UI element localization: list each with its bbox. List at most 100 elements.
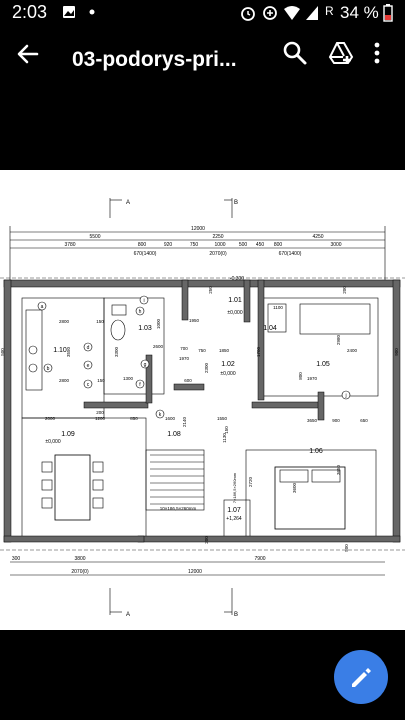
dim-label: 1130 (222, 433, 227, 443)
letter-marker-e (83, 360, 93, 370)
dim-label: 150 (96, 319, 104, 324)
wifi-icon (284, 6, 300, 20)
dim-label: 1950 (189, 318, 200, 323)
dim-label: 750 (198, 348, 206, 353)
dim-label: 600 (184, 378, 192, 383)
dim-top-row3: 670(1400) (134, 251, 157, 257)
dim-bottom-row1: 300 (12, 556, 21, 562)
dim-label: 2800 (59, 378, 70, 383)
dim-label: 1970 (179, 356, 190, 361)
room-label-1-02: 1.02 (221, 361, 235, 368)
dim-label: 700 (180, 346, 188, 351)
dim-label: 250 (208, 286, 213, 294)
edit-fab-button[interactable] (334, 650, 388, 704)
dim-label: 2600 (153, 344, 164, 349)
level-label: ±0,000 (227, 310, 242, 316)
dim-label: 1300 (123, 376, 134, 381)
dim-label: 1700 (256, 346, 261, 357)
dim-label: 1850 (219, 348, 230, 353)
battery-percent: 34 % (340, 3, 379, 22)
room-label-1-03: 1.03 (138, 325, 152, 332)
dim-bottom-row1: 7900 (254, 556, 265, 562)
search-icon[interactable] (282, 40, 308, 66)
dim-top-row2: 800 (274, 242, 283, 248)
dim-label: 200 (96, 410, 104, 415)
section-mark-b-bottom: B (234, 612, 238, 618)
dim-top-row2: 800 (138, 242, 147, 248)
drive-add-icon[interactable] (328, 40, 354, 66)
dim-label: 500 (0, 348, 5, 356)
stair-note-lower: 10×186,5×260mm (160, 506, 197, 511)
dim-label: 150 (224, 426, 229, 434)
dim-label: 1970 (307, 376, 318, 381)
room-label-1-09: 1.09 (61, 431, 75, 438)
dim-label: 200 (342, 286, 347, 294)
letter-label-d: d (87, 345, 90, 351)
dim-top-row2: 3780 (64, 242, 75, 248)
level-label: +1,264 (226, 516, 242, 522)
letter-label-g: g (144, 362, 147, 368)
dim-label: 900 (394, 348, 399, 356)
letter-label-c: c (87, 382, 90, 388)
dim-bottom-row2: 12000 (188, 569, 202, 575)
letter-marker-b (43, 363, 53, 373)
room-label-1-01: 1.01 (228, 297, 242, 304)
dim-top-row1: 2250 (212, 234, 223, 240)
room-label-1-07: 1.07 (227, 507, 241, 514)
dim-top-row1: 4250 (312, 234, 323, 240)
dim-label: 2140 (182, 416, 187, 427)
dim-label: 1600 (165, 416, 176, 421)
dim-top-row2: 500 (239, 242, 248, 248)
dim-label: 3650 (307, 418, 318, 423)
level-label: ±0,000 (45, 439, 60, 445)
document-title: 03-podorys-pri... (72, 48, 237, 71)
letter-marker-c (83, 379, 93, 389)
dim-top-row2: 920 (164, 242, 173, 248)
room-label-1-08: 1.08 (167, 431, 181, 438)
dim-top-row2: 750 (190, 242, 199, 248)
room-label-1-05: 1.05 (316, 361, 330, 368)
dim-label: 1100 (273, 305, 283, 310)
letter-marker-a (37, 301, 47, 311)
letter-label-i: i (143, 298, 144, 304)
dim-label: 2400 (347, 348, 358, 353)
dim-label: 2300 (204, 362, 209, 373)
section-mark-b: B (234, 200, 238, 206)
clock: 2:03 (12, 2, 48, 22)
letter-marker-d (83, 342, 93, 352)
dim-label: 900 (332, 418, 340, 423)
more-vert-icon[interactable] (370, 40, 384, 66)
dim-label: 3300 (114, 346, 119, 357)
letter-label-b: b (47, 366, 50, 372)
dim-label: 3650 (336, 464, 341, 475)
dim-label: 2980 (336, 334, 341, 345)
dim-label: 1000 (156, 318, 161, 329)
dim-top-row3: 2070(0) (209, 251, 227, 257)
dim-top-row2: 450 (256, 242, 265, 248)
dim-label: 3600 (292, 482, 297, 493)
letter-label-h: h (139, 309, 142, 315)
dim-label: 800 (298, 372, 303, 380)
image-icon (63, 6, 75, 18)
letter-marker-f (135, 379, 145, 389)
back-icon[interactable] (14, 40, 42, 68)
letter-label-e: e (87, 363, 90, 369)
section-mark-a-bottom: A (126, 612, 130, 618)
letter-marker-k (155, 409, 165, 419)
letter-label-k: k (159, 412, 162, 418)
level-label: ±0,000 (220, 371, 235, 377)
dim-bottom-row1: 3800 (74, 556, 85, 562)
app-bar: 03-podorys-pri... (0, 26, 405, 88)
status-bar: 2:03 R 34 % (0, 0, 405, 26)
level-label: -0,300 (230, 276, 244, 282)
dim-bottom-row2: 2070(0) (71, 569, 89, 575)
dim-label: 1200 (95, 416, 106, 421)
alarm-icon (241, 7, 255, 21)
dim-label: 200 (204, 536, 209, 544)
dim-label: 850 (130, 416, 138, 421)
carrier-letter: R (325, 4, 334, 18)
letter-marker-h (135, 306, 145, 316)
dim-total-top: 12000 (191, 226, 205, 232)
